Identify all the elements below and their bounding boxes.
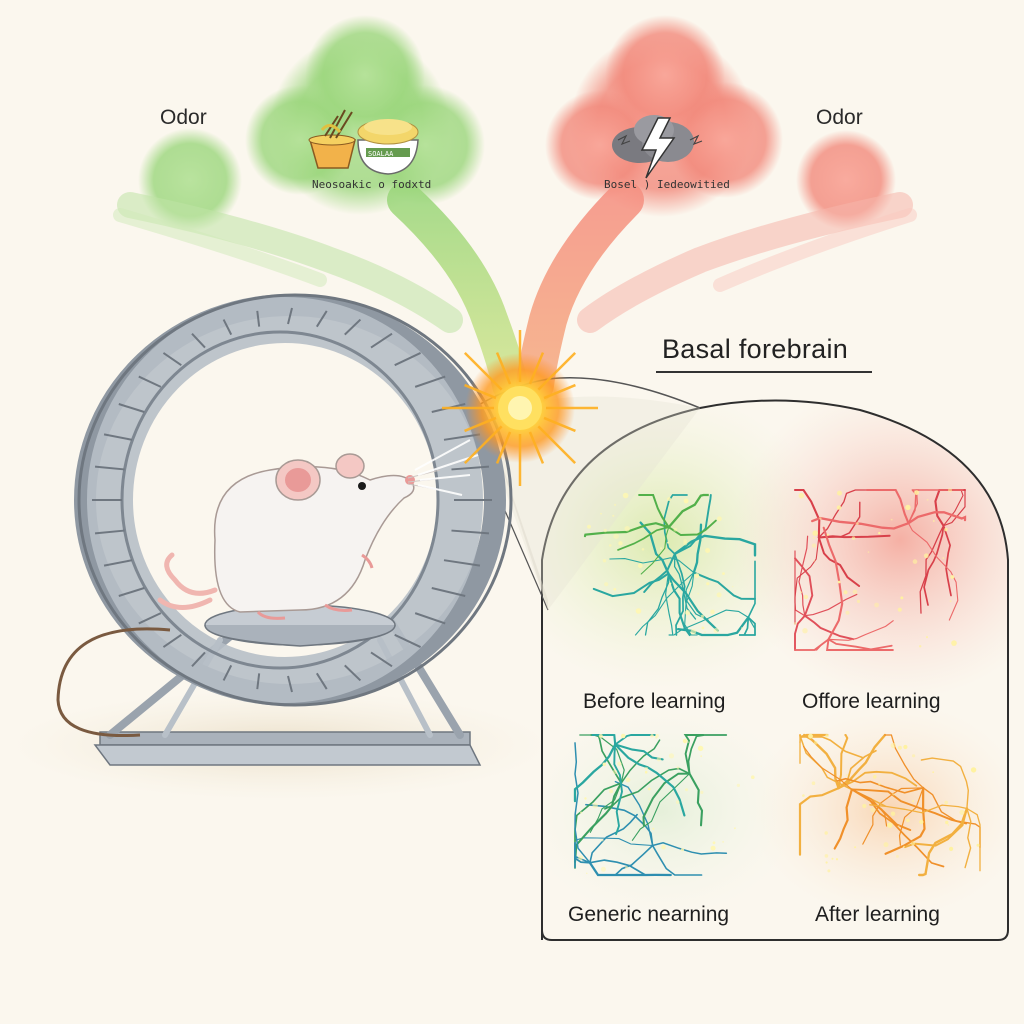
noodle-cup-icon: [308, 109, 356, 169]
mouse-illustration: [157, 453, 446, 620]
panel-label-bottom-right: After learning: [815, 903, 940, 926]
running-wheel-illustration: [56, 293, 513, 766]
food-bowl-icon: [357, 119, 419, 175]
diagram-title: Basal forebrain: [662, 334, 849, 364]
odor-label-right: Odor: [816, 106, 863, 129]
neuron-network-generic-nearning: [573, 733, 755, 877]
food-bowl-sign: SOALAA: [368, 150, 394, 158]
food-cloud-caption: Neosoakic o fodxtd: [312, 178, 432, 191]
convergence-burst: [442, 330, 598, 486]
aversive-cloud: [516, 15, 783, 404]
lightning-bolt-icon: [612, 115, 703, 179]
sniff-lines: [414, 439, 479, 496]
panel-label-top-right: Offore learning: [802, 690, 941, 713]
neuron-network-after-learning: [798, 733, 981, 877]
neuron-network-offore-learning: [793, 488, 967, 651]
basal-forebrain-panel: [469, 377, 1009, 941]
odor-cloud-right: [577, 130, 917, 333]
neuron-network-before-learning: [583, 492, 757, 637]
panel-label-top-left: Before learning: [583, 690, 726, 713]
shock-cloud-caption: Bosel ) Iedeowitied: [604, 178, 730, 191]
panel-label-bottom-left: Generic nearning: [568, 903, 730, 926]
odor-cloud-left: [113, 128, 463, 333]
title-underline: [656, 371, 872, 373]
odor-label-left: Odor: [160, 106, 207, 129]
